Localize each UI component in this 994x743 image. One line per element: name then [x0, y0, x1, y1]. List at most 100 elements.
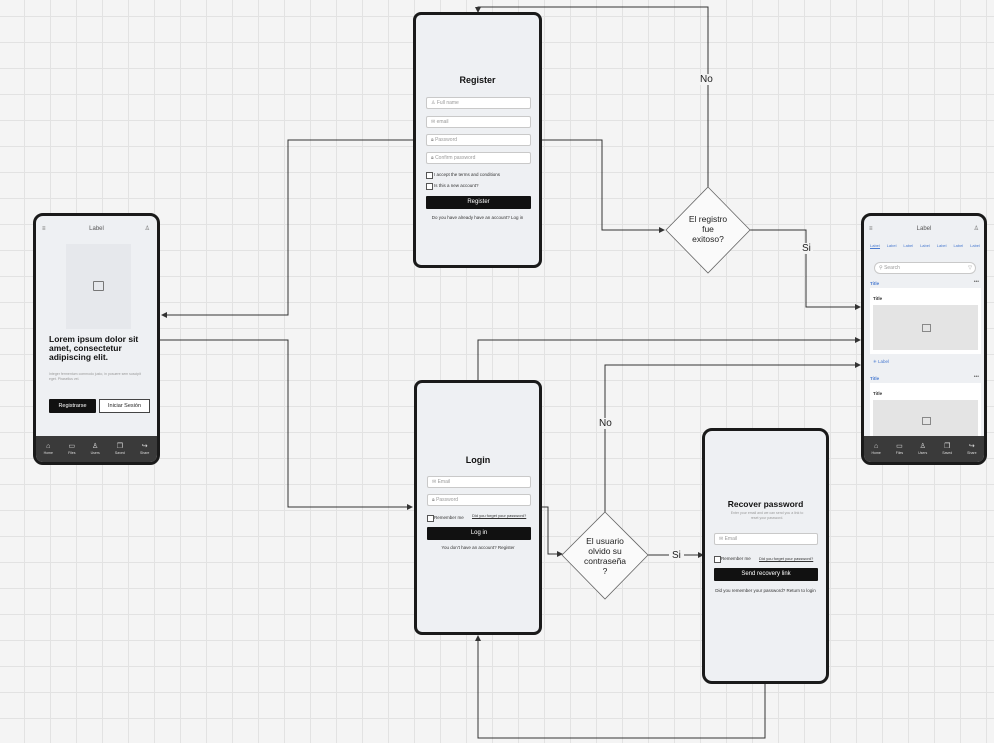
- password-field[interactable]: 🔒︎ Password: [426, 134, 531, 146]
- nav-label: Home: [871, 450, 881, 455]
- tab-label[interactable]: Label: [970, 243, 980, 248]
- decision2-line4: ?: [602, 566, 608, 576]
- dash-tabs: Label Label Label Label Label Label Labe…: [870, 243, 980, 249]
- recover-subtitle: Enter your email and we can send you a l…: [730, 511, 804, 520]
- dash-user-icon[interactable]: ♙: [973, 226, 979, 232]
- recover-title: Recover password: [727, 499, 804, 509]
- image-icon: [922, 324, 931, 332]
- nav-label: Files: [68, 450, 76, 455]
- folder-icon: ▭: [896, 442, 903, 450]
- login-email-placeholder: Email: [437, 479, 451, 485]
- fullname-placeholder: Full name: [436, 100, 459, 106]
- hamburger-icon[interactable]: ≡: [42, 226, 46, 232]
- recover-email-placeholder: Email: [724, 536, 738, 542]
- login-password-placeholder: Password: [436, 497, 459, 503]
- recover-forgot-link[interactable]: Did you forget your password?: [759, 556, 814, 561]
- login-email-field[interactable]: ✉ Email: [427, 476, 531, 488]
- recover-remember-checkbox[interactable]: [714, 556, 721, 563]
- nav-label: Share: [140, 450, 150, 455]
- dash-card2[interactable]: Title: [870, 383, 981, 443]
- email-field[interactable]: ✉ email: [426, 116, 531, 128]
- image-icon: [93, 281, 104, 291]
- label-no-middle: No: [597, 418, 614, 429]
- decision-registro-text: El registro fue exitoso?: [676, 214, 740, 244]
- saved-icon: ❐: [944, 442, 951, 450]
- search-icon: ⚲: [879, 265, 885, 271]
- fullname-field[interactable]: ♙ Full name: [426, 97, 531, 109]
- connector-recover-to-login: [475, 635, 766, 739]
- connector-decision2-no: [604, 362, 861, 512]
- dash-link-label: Label: [878, 359, 890, 364]
- folder-icon: ▭: [68, 442, 76, 450]
- decision-olvido-text: El usuario olvido su contraseña ?: [575, 536, 635, 576]
- lock-icon: 🔒︎: [431, 155, 436, 161]
- tab-label[interactable]: Label: [920, 243, 930, 248]
- home-body-text: Integer fermentum commodo justo, in posu…: [49, 372, 141, 381]
- new-account-label: Is this a new account?: [434, 183, 479, 188]
- nav-share[interactable]: ↪Share: [140, 443, 149, 456]
- recover-email-field[interactable]: ✉ Email: [714, 533, 818, 545]
- register-button[interactable]: Register: [426, 196, 531, 209]
- connector-login-to-decision2: [540, 506, 563, 557]
- nav-home[interactable]: ⌂Home: [871, 443, 880, 456]
- registrarse-button[interactable]: Registrarse: [49, 399, 96, 413]
- more-icon[interactable]: •••: [973, 279, 979, 285]
- nav-users[interactable]: ♙Users: [91, 443, 100, 456]
- register-footer-link[interactable]: Do you have already have an account? Log…: [431, 215, 524, 220]
- nav-saved[interactable]: ❐Saved: [942, 443, 952, 456]
- nav-share[interactable]: ↪Share: [967, 443, 976, 456]
- login-footer-link[interactable]: You don't have an account? Register: [441, 545, 515, 550]
- dash-menu-icon[interactable]: ≡: [869, 226, 873, 232]
- dash-search-input[interactable]: ⚲ Search▽: [874, 262, 976, 274]
- nav-files[interactable]: ▭Files: [896, 443, 903, 456]
- nav-users[interactable]: ♙Users: [918, 443, 927, 456]
- dash-bottom-nav: ⌂Home ▭Files ♙Users ❐Saved ↪Share: [864, 436, 984, 462]
- mail-icon: ✉: [432, 479, 438, 485]
- dash-header-title: Label: [916, 226, 932, 232]
- saved-icon: ❐: [116, 442, 124, 450]
- tab-label[interactable]: Label: [936, 243, 947, 248]
- tab-label[interactable]: Label: [886, 243, 897, 248]
- card2-title: Title: [873, 391, 883, 396]
- login-button[interactable]: Log in: [427, 527, 531, 540]
- connector-home-to-login: [158, 339, 413, 510]
- user-icon[interactable]: ♙: [144, 226, 150, 232]
- login-remember-checkbox[interactable]: [427, 515, 434, 522]
- dash-card1[interactable]: Title: [870, 288, 981, 354]
- home-bottom-nav: ⌂Home ▭Files ♙Users ❐Saved ↪Share: [36, 436, 157, 462]
- confirm-password-field[interactable]: 🔒︎ Confirm password: [426, 152, 531, 164]
- nav-label: Files: [895, 450, 904, 455]
- login-password-field[interactable]: 🔒︎ Password: [427, 494, 531, 506]
- filter-icon[interactable]: ▽: [968, 265, 972, 271]
- nav-files[interactable]: ▭Files: [68, 443, 75, 456]
- users-icon: ♙: [92, 442, 99, 450]
- lock-icon: 🔒︎: [432, 497, 437, 503]
- screen-home: ≡ Label ♙ Lorem ipsum dolor sit amet, co…: [33, 213, 160, 465]
- label-no-top: No: [698, 74, 715, 85]
- nav-saved[interactable]: ❐Saved: [115, 443, 125, 456]
- tab-label[interactable]: Label: [953, 243, 964, 248]
- iniciar-sesion-button[interactable]: Iniciar Sesión: [99, 399, 150, 413]
- tab-label[interactable]: Label: [870, 243, 880, 249]
- nav-label: Saved: [114, 450, 125, 455]
- home-icon: ⌂: [874, 442, 879, 450]
- image-icon: [922, 417, 931, 425]
- nav-label: Saved: [942, 450, 953, 455]
- tab-label[interactable]: Label: [903, 243, 914, 248]
- nav-home[interactable]: ⌂Home: [44, 443, 53, 456]
- label-si-bottom: Si: [669, 550, 684, 561]
- screen-register: Register ♙ Full name ✉ email 🔒︎ Password…: [413, 12, 542, 268]
- home-headline: Lorem ipsum dolor sit amet, consectetur …: [49, 334, 139, 362]
- send-recovery-button[interactable]: Send recovery link: [714, 568, 818, 581]
- decision2-line3: contraseña: [583, 556, 627, 566]
- connector-decision1-no: [475, 6, 709, 187]
- terms-checkbox[interactable]: [426, 172, 433, 179]
- login-forgot-link[interactable]: Did you forget your password?: [472, 513, 527, 518]
- more-icon[interactable]: •••: [973, 374, 979, 380]
- screen-dashboard: ≡ Label ♙ Label Label Label Label Label …: [861, 213, 987, 465]
- recover-footer-link[interactable]: Did you remember your password? Return t…: [715, 588, 816, 593]
- new-account-checkbox[interactable]: [426, 183, 433, 190]
- dash-link[interactable]: ✳ Label: [873, 359, 890, 364]
- mail-icon: ✉: [719, 536, 725, 542]
